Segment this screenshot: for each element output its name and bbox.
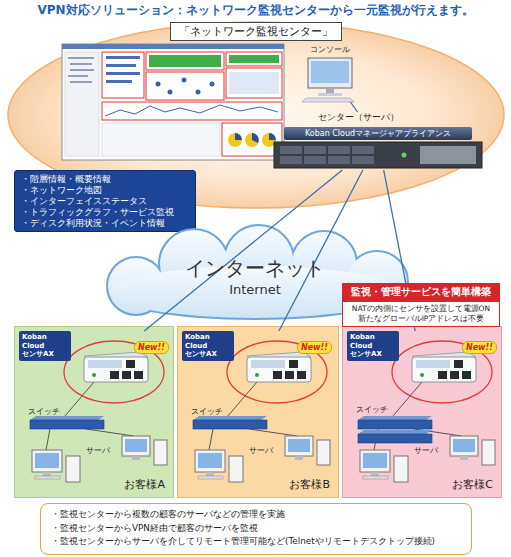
- switch-label: スイッチ: [191, 406, 223, 417]
- new-badge: New!!: [297, 341, 332, 354]
- appliance-label: センター（サーバ）: [270, 112, 486, 124]
- customer-name: お客様B: [289, 477, 330, 492]
- cloud-label: インターネット: [185, 255, 325, 282]
- note-item: ・監視センターからVPN経由で顧客のサーバを監視: [51, 522, 461, 536]
- callout-text: NATの内側にセンサを設置して電源ON 新たなグローバルIPアドレスは不要: [342, 301, 500, 327]
- callout-box: 監視・管理サービスを簡単構築NATの内側にセンサを設置して電源ON 新たなグロー…: [342, 283, 500, 325]
- note-item: ・監視センターからサーバを介してリモート管理可能など(Telnetやリモートデス…: [51, 535, 461, 549]
- console-pc: コンソール: [298, 44, 362, 102]
- server-label: サーバ: [86, 445, 110, 456]
- new-badge: New!!: [134, 341, 169, 354]
- console-label: コンソール: [298, 44, 362, 55]
- appliance-label: Koban Cloudマネージャアプライアンス: [284, 127, 472, 140]
- callout-text: 監視・管理サービスを簡単構築: [342, 283, 500, 301]
- switch-label: スイッチ: [28, 406, 60, 417]
- feature-item: ・ディスク利用状況・イベント情報: [21, 218, 189, 229]
- center-ellipse: [8, 22, 504, 208]
- manager-appliance: センター（サーバ） Koban Cloudマネージャアプライアンス: [270, 112, 486, 170]
- customer-name: お客様C: [452, 477, 493, 492]
- feature-item: ・階層情報・概要情報: [21, 174, 189, 185]
- sensor-tag: Koban Cloud センサAX: [347, 331, 399, 361]
- server-label: サーバ: [249, 445, 273, 456]
- switch-label: スイッチ: [356, 404, 388, 415]
- sensor-tag: Koban Cloud センサAX: [19, 331, 71, 361]
- note-item: ・監視センターから複数の顧客のサーバなどの管理を実施: [51, 508, 461, 522]
- feature-item: ・ネットワーク地図: [21, 185, 189, 196]
- page-title: VPN対応ソリューション：ネットワーク監視センターから一元監視が行えます。: [0, 2, 511, 19]
- cloud-label: Internet: [229, 282, 281, 297]
- sensor-tag: Koban Cloud センサAX: [182, 331, 234, 361]
- feature-item: ・トラフィックグラフ・サービス監視: [21, 207, 189, 218]
- note-box: ・監視センターから複数の顧客のサーバなどの管理を実施・監視センターからVPN経由…: [40, 503, 472, 555]
- center-heading: 「ネットワーク監視センター」: [170, 22, 342, 41]
- feature-list-box: ・階層情報・概要情報・ネットワーク地図・インターフェイスステータス・トラフィック…: [14, 170, 196, 232]
- new-badge: New!!: [462, 341, 497, 354]
- feature-item: ・インターフェイスステータス: [21, 196, 189, 207]
- customer-name: お客様A: [124, 477, 165, 492]
- server-label: サーバ: [414, 445, 438, 456]
